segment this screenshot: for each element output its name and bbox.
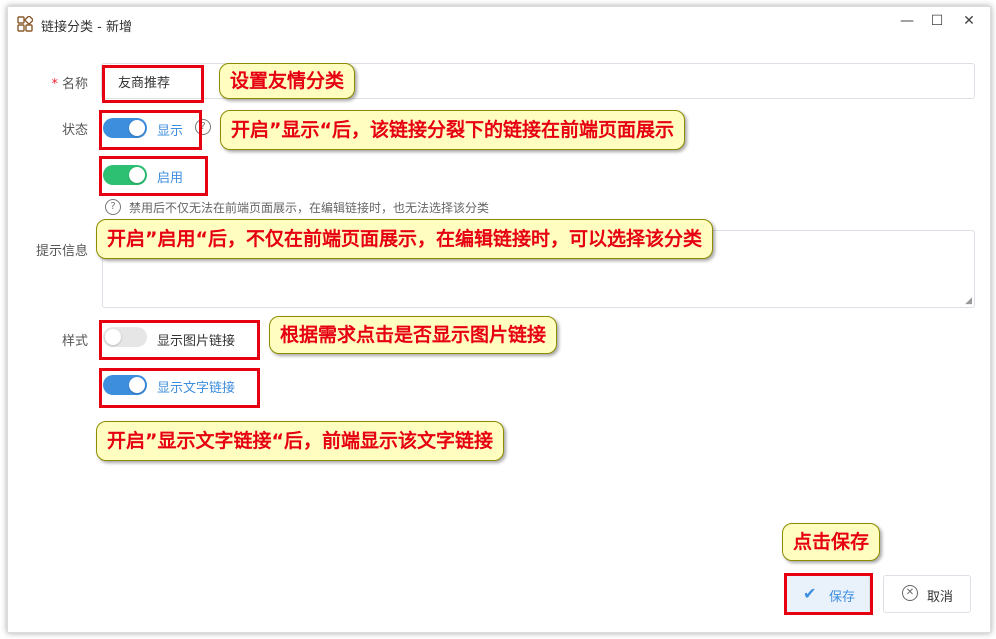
check-icon: ✔	[803, 584, 817, 603]
disable-hint: 禁用后不仅无法在前端页面展示，在编辑链接时，也无法选择该分类	[129, 201, 490, 215]
enable-switch[interactable]	[103, 165, 147, 185]
minimize-icon[interactable]: —	[900, 13, 914, 29]
status-label: 状态	[61, 123, 88, 138]
callout-image-link: 根据需求点击是否显示图片链接	[269, 316, 558, 354]
callout-enable: 开启”启用“后，不仅在前端页面展示，在编辑链接时，可以选择该分类	[96, 219, 713, 259]
category-icon	[17, 16, 33, 32]
name-input-value: 友商推荐	[118, 76, 171, 91]
tips-label: 提示信息	[35, 244, 88, 259]
save-button[interactable]: ✔ 保存	[786, 575, 870, 613]
enable-switch-label: 启用	[157, 171, 184, 186]
annotation-box-save	[784, 573, 873, 615]
close-icon[interactable]: ✕	[963, 13, 975, 29]
callout-text-link: 开启”显示文字链接“后，前端显示该文字链接	[96, 421, 504, 461]
window-title: 链接分类 - 新增	[41, 20, 132, 35]
name-label: *名称	[51, 77, 88, 92]
annotation-box-name	[102, 65, 204, 103]
annotation-box-show	[99, 110, 202, 150]
callout-name: 设置友情分类	[219, 63, 356, 99]
annotation-box-image-link	[99, 320, 260, 360]
annotation-box-enable	[99, 156, 208, 196]
text-link-label: 显示文字链接	[157, 381, 236, 396]
cancel-icon: ✕	[902, 585, 918, 601]
show-switch-label: 显示	[157, 124, 184, 139]
help-icon[interactable]: ?	[195, 119, 211, 135]
cancel-button[interactable]: ✕ 取消	[883, 575, 971, 613]
image-link-label: 显示图片链接	[157, 334, 236, 349]
callout-save: 点击保存	[782, 523, 881, 561]
resize-handle-icon[interactable]: ◢	[965, 296, 972, 306]
show-switch[interactable]	[103, 118, 147, 138]
help-icon: ?	[105, 199, 121, 215]
style-label: 样式	[61, 334, 88, 349]
text-link-switch[interactable]	[103, 375, 147, 395]
title-bar: 链接分类 - 新增 — ☐ ✕	[8, 7, 990, 41]
maximize-icon[interactable]: ☐	[930, 13, 944, 29]
dialog-window: 链接分类 - 新增 — ☐ ✕ *名称 友商推荐 状态 显示 ? 启用 ? 禁用…	[7, 6, 991, 633]
annotation-box-text-link	[99, 368, 260, 408]
image-link-switch[interactable]	[103, 327, 147, 347]
callout-show: 开启”显示“后，该链接分裂下的链接在前端页面展示	[220, 110, 685, 150]
